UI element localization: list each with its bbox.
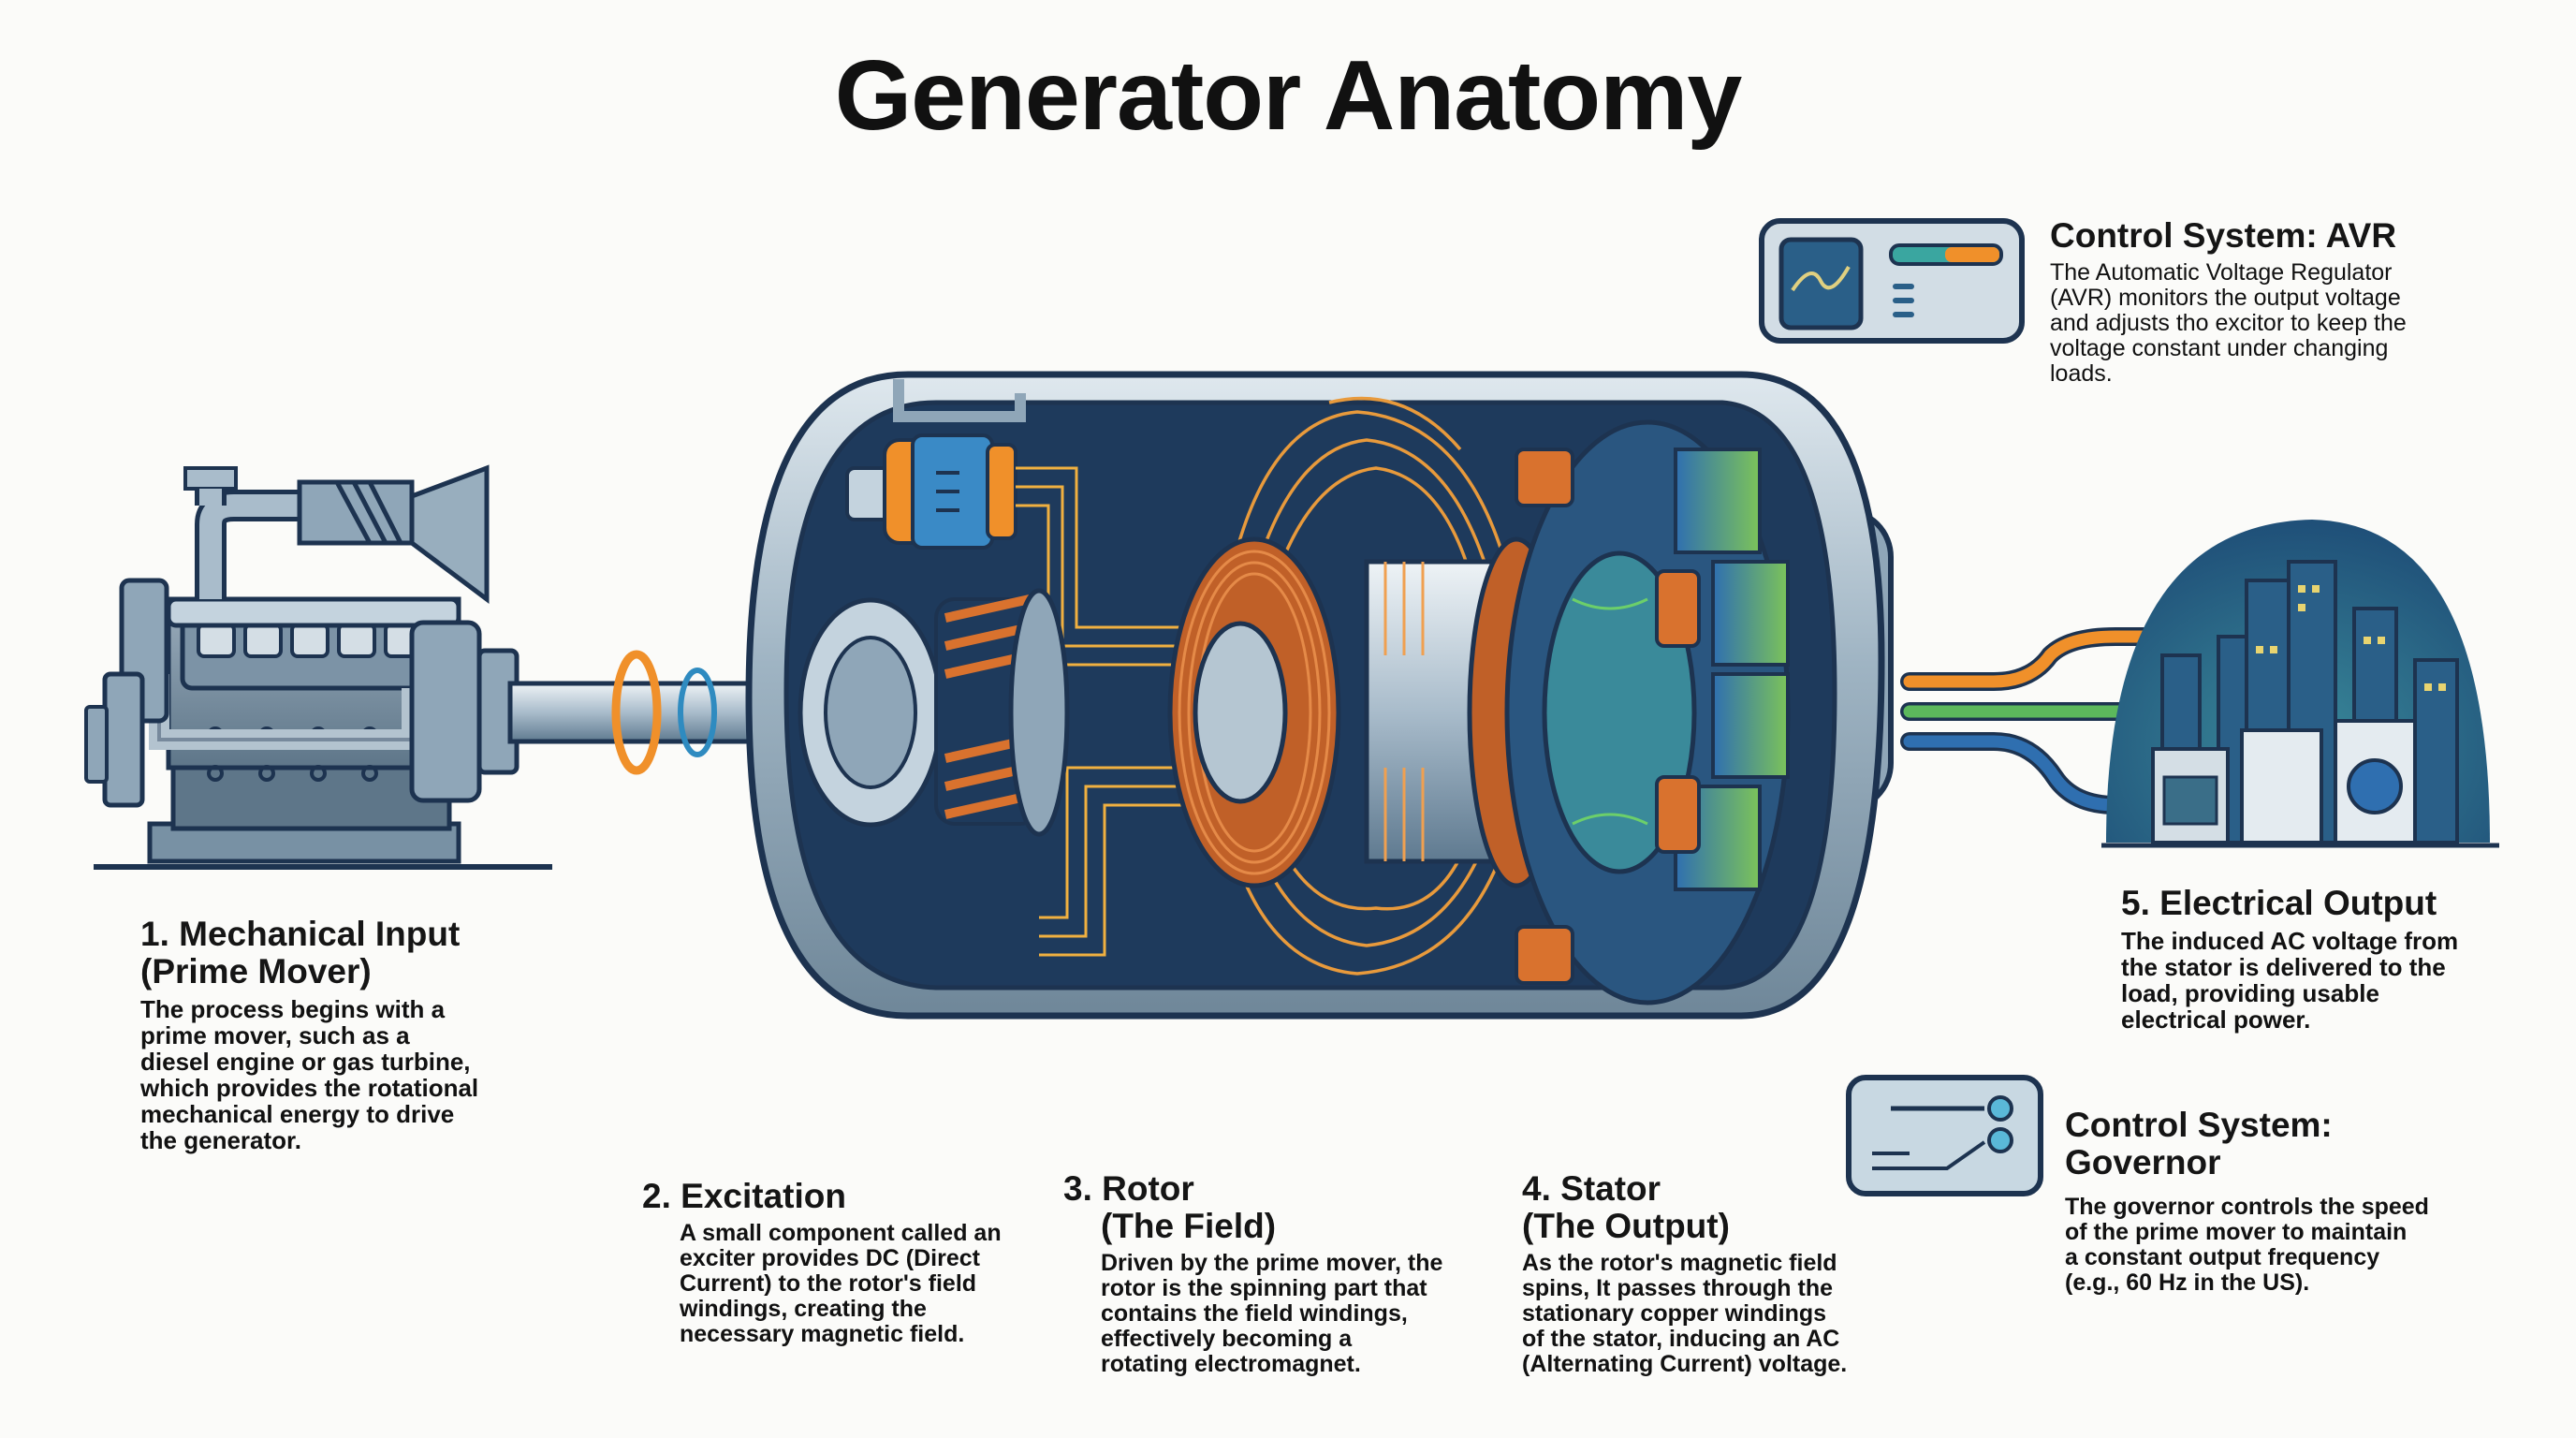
section-excitation: 2. Excitation A small component called a… [642, 1178, 1035, 1347]
page-title: Generator Anatomy [834, 40, 1743, 151]
stator [1504, 419, 1791, 1005]
prime-mover-engine [84, 464, 552, 870]
section-heading: 4. Stator(The Output) [1522, 1169, 1730, 1245]
governor-panel-icon [1846, 1075, 2043, 1196]
section-heading: Control System:Governor [2065, 1106, 2333, 1181]
avr-panel-icon [1759, 218, 2025, 344]
section-heading: 3. Rotor(The Field) [1063, 1169, 1277, 1245]
section-heading: 1. Mechanical Input(Prime Mover) [140, 915, 461, 990]
section-governor: Control System:Governor The governor con… [2065, 1107, 2533, 1296]
section-avr: Control System: AVR The Automatic Voltag… [2050, 217, 2555, 387]
rotation-arrow-icon [611, 650, 717, 775]
section-electrical-output: 5. Electrical Output The induced AC volt… [2121, 884, 2524, 1034]
rotor [1167, 536, 1566, 888]
section-mechanical-input: 1. Mechanical Input(Prime Mover) The pro… [140, 915, 552, 1154]
section-heading: Control System: AVR [2050, 216, 2397, 255]
exciter [798, 433, 1189, 957]
section-heading: 5. Electrical Output [2121, 884, 2437, 922]
section-rotor: 3. Rotor(The Field) Driven by the prime … [1063, 1170, 1494, 1377]
section-body: The Automatic Voltage Regulator(AVR) mon… [2050, 259, 2407, 387]
section-stator: 4. Stator(The Output) As the rotor's mag… [1522, 1170, 1934, 1377]
city-load-illustration [2101, 520, 2499, 848]
section-heading: 2. Excitation [642, 1177, 846, 1215]
